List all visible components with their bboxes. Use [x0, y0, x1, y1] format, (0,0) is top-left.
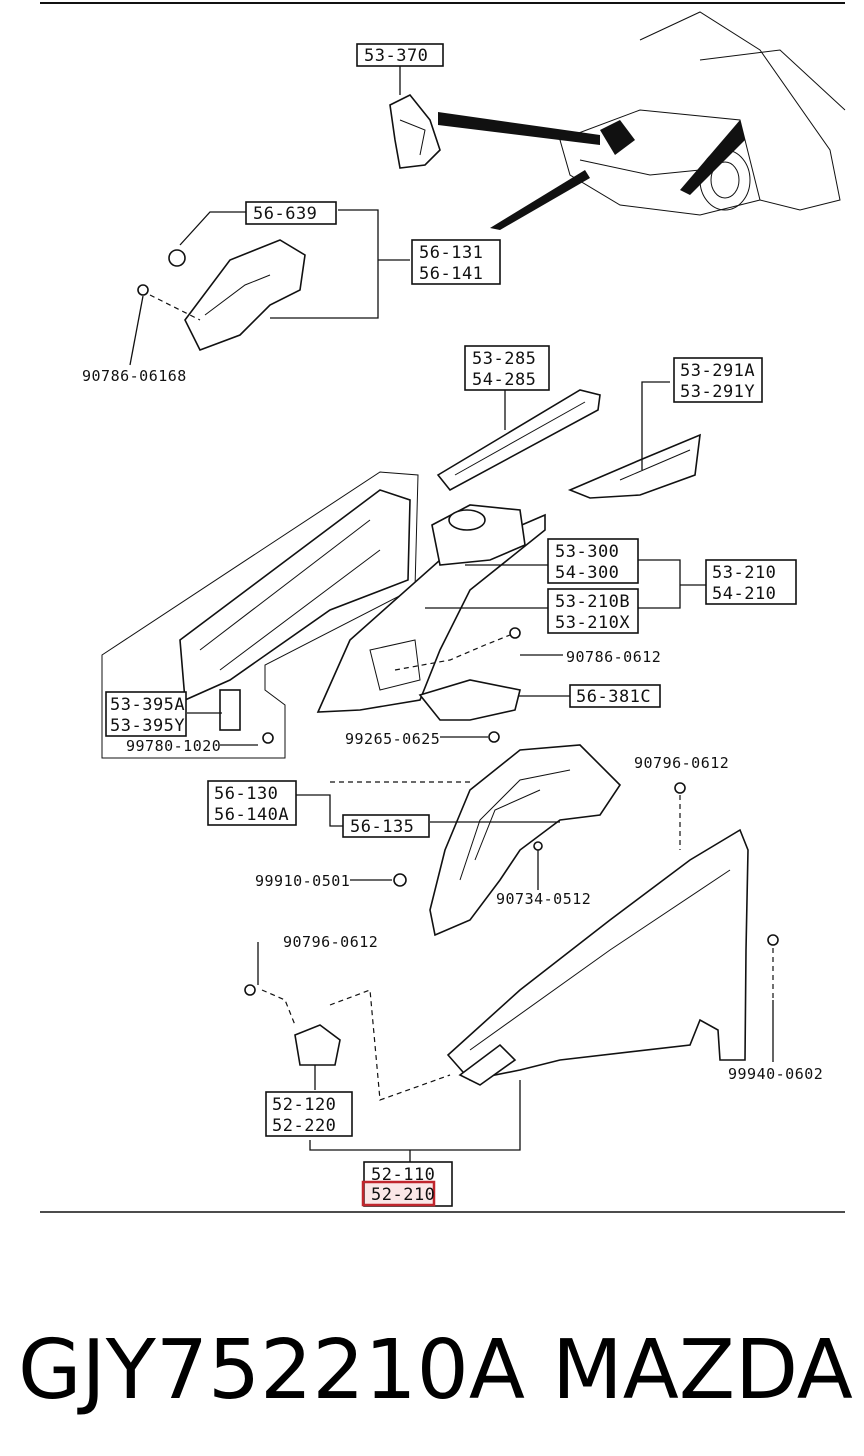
car-overview-illustration	[438, 11, 846, 230]
fastener-label: 90734-0512	[496, 890, 591, 908]
callout-text: 56-140A	[214, 805, 289, 825]
highlighted-callout-text: 52-210	[371, 1185, 435, 1205]
callout-text: 53-300	[555, 542, 619, 562]
hood-hinge-part	[389, 93, 441, 169]
callout-text: 53-285	[472, 349, 536, 369]
callout-53-300: 53-300 54-300	[547, 538, 639, 584]
callout-56-131: 56-131 56-141	[411, 239, 501, 285]
fastener-label: 99940-0602	[728, 1065, 823, 1083]
callout-text: 54-285	[472, 370, 536, 390]
callout-text: 56-381C	[576, 687, 651, 707]
callout-text: 56-131	[419, 243, 483, 263]
callout-56-639: 56-639	[245, 201, 337, 225]
fastener-label: 99265-0625	[345, 730, 440, 748]
highlight-fill	[363, 1182, 434, 1205]
fastener-label: 99780-1020	[126, 737, 221, 755]
callout-52-120: 52-120 52-220	[265, 1091, 353, 1137]
fender-liner-part	[429, 744, 622, 937]
callout-53-210: 53-210 54-210	[705, 559, 797, 605]
apron-seal-part	[137, 239, 306, 352]
callout-text: 53-210B	[555, 592, 630, 612]
front-frame-assembly	[101, 471, 419, 759]
callout-text: 53-370	[364, 46, 428, 66]
callout-text: 53-210X	[555, 613, 630, 633]
callout-text: 54-210	[712, 584, 776, 604]
callout-53-370: 53-370	[356, 43, 444, 67]
callout-text: 56-135	[350, 817, 414, 837]
fastener-label: 90786-06168	[82, 367, 187, 385]
frame-reinforcement-part	[436, 389, 601, 492]
callout-53-291: 53-291A 53-291Y	[673, 357, 763, 403]
fastener-label: 90796-0612	[283, 933, 378, 951]
callout-text: 56-141	[419, 264, 483, 284]
callout-52-110: 52-110 52-210	[361, 1161, 453, 1207]
callout-text: 52-220	[272, 1116, 336, 1136]
callout-text: 53-291Y	[680, 382, 755, 402]
callout-56-381C: 56-381C	[569, 684, 661, 708]
callout-text: 52-110	[371, 1165, 435, 1185]
brand-caption: MAZDA	[552, 1323, 853, 1418]
fastener-label: 90786-0612	[566, 648, 661, 666]
callout-text: 52-120	[272, 1095, 336, 1115]
callout-text: 56-130	[214, 784, 278, 804]
splash-shield-part	[418, 679, 521, 721]
front-fender-panel	[446, 828, 749, 1086]
callout-56-135: 56-135	[342, 814, 430, 838]
fender-bracket-part	[294, 1024, 341, 1066]
callout-text: 54-300	[555, 563, 619, 583]
callout-53-395A: 53-395A 53-395Y	[105, 691, 187, 737]
fastener-label: 90796-0612	[634, 754, 729, 772]
callout-text: 53-395A	[110, 695, 185, 715]
front-apron-panel	[316, 504, 546, 713]
callout-text: 53-210	[712, 563, 776, 583]
callout-text: 53-395Y	[110, 716, 185, 736]
highlight-box	[361, 1180, 436, 1207]
callout-text: 56-639	[253, 204, 317, 224]
callout-53-285: 53-285 54-285	[464, 345, 550, 391]
callout-53-210B: 53-210B 53-210X	[547, 588, 639, 634]
callout-56-130: 56-130 56-140A	[207, 780, 297, 826]
fastener-label: 99910-0501	[255, 872, 350, 890]
cowl-side-part	[567, 433, 701, 499]
callout-text: 53-291A	[680, 361, 755, 381]
part-number-caption: GJY752210A	[18, 1323, 525, 1418]
